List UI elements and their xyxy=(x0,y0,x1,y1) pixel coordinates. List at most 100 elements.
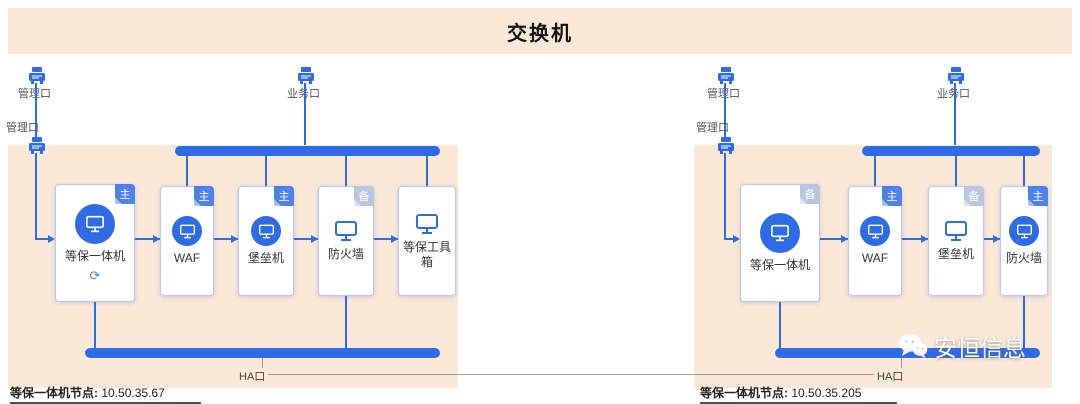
device-label: WAF xyxy=(861,251,889,265)
monitor-icon xyxy=(251,216,281,246)
ha-bus-bar-left xyxy=(85,348,440,358)
device-card-waf-right: 主 WAF xyxy=(848,186,902,296)
sync-icon: ⟳ xyxy=(89,268,101,283)
node-title: 等保一体机节点: xyxy=(700,386,788,400)
monitor-icon xyxy=(172,216,202,246)
connector-line xyxy=(374,238,398,240)
biz-port-label-right: 业务口 xyxy=(937,85,970,101)
monitor-icon xyxy=(860,216,890,246)
device-label: 等保工具箱 xyxy=(402,239,451,269)
mgmt-port-label-left-top: 管理口 xyxy=(18,85,51,101)
device-card-bastion-left: 主 堡垒机 xyxy=(238,186,294,296)
monitor-icon xyxy=(943,220,969,242)
connector-line xyxy=(135,238,160,240)
diagram-title: 交换机 xyxy=(507,22,573,45)
arrow-icon xyxy=(733,235,740,243)
arrow-icon xyxy=(48,235,55,243)
server-port-icon xyxy=(716,67,736,84)
monitor-icon xyxy=(75,204,115,244)
ha-drop-line xyxy=(779,302,781,349)
device-label: 等保一体机 xyxy=(749,258,810,272)
switch-bus-bar-left xyxy=(175,146,440,156)
ha-drop-line xyxy=(345,296,347,349)
ha-drop-line xyxy=(94,302,96,349)
arrow-icon xyxy=(153,235,160,243)
mgmt-port-label-left-side: 管理口 xyxy=(6,122,39,134)
primary-badge: 主 xyxy=(274,186,294,206)
connector-line xyxy=(820,238,848,240)
bus-drop-line xyxy=(186,156,188,186)
node-ip: 10.50.35.67 xyxy=(101,386,165,400)
device-card-dengbao-allinone-right: 备 等保一体机 xyxy=(740,184,820,302)
bus-drop-line xyxy=(874,156,876,186)
standby-badge: 备 xyxy=(354,186,374,206)
device-label: 防火墙 xyxy=(327,247,364,261)
biz-link-line xyxy=(954,83,956,148)
ha-drop-line xyxy=(1023,296,1025,349)
primary-badge: 主 xyxy=(1028,186,1048,206)
watermark: 安恒信息 xyxy=(898,329,1026,363)
primary-badge: 主 xyxy=(882,186,902,206)
device-label: WAF xyxy=(173,251,201,265)
bus-drop-line xyxy=(1023,156,1025,186)
arrow-icon xyxy=(311,235,318,243)
mgmt-line-left xyxy=(35,153,37,240)
mgmt-link-line xyxy=(35,83,37,140)
bus-drop-line xyxy=(955,156,957,186)
device-card-firewall-right: 主 防火墙 xyxy=(1000,186,1048,296)
node-caption-right: 等保一体机节点: 10.50.35.205 xyxy=(700,386,898,404)
mgmt-line-left xyxy=(36,238,50,240)
watermark-brand: 安恒信息 xyxy=(934,335,1026,361)
standby-badge: 备 xyxy=(964,186,984,206)
device-label: 堡垒机 xyxy=(247,251,284,265)
server-port-icon xyxy=(946,67,966,84)
device-card-waf-left: 主 WAF xyxy=(160,186,214,296)
primary-badge: 主 xyxy=(115,184,135,204)
mgmt-line-right xyxy=(724,153,726,240)
wechat-icon xyxy=(898,333,928,359)
device-label: 堡垒机 xyxy=(937,247,974,261)
mgmt-link-line xyxy=(724,83,726,140)
primary-badge: 主 xyxy=(194,186,214,206)
connector-line xyxy=(294,238,318,240)
server-port-icon xyxy=(27,137,47,154)
device-label: 等保一体机 xyxy=(64,249,125,263)
arrow-icon xyxy=(391,235,398,243)
arrow-icon xyxy=(921,235,928,243)
server-port-icon xyxy=(716,137,736,154)
ha-link-tick xyxy=(262,358,263,375)
ha-link-line xyxy=(262,374,902,375)
bus-drop-line xyxy=(265,156,267,186)
ha-bus-bar-right xyxy=(775,348,1040,358)
node-ip: 10.50.35.205 xyxy=(791,386,862,400)
title-bar: 交换机 xyxy=(8,8,1072,54)
arrow-icon xyxy=(993,235,1000,243)
monitor-icon xyxy=(1009,216,1039,246)
device-label: 防火墙 xyxy=(1005,251,1042,265)
device-card-dengbao-allinone-left: 主 等保一体机 ⟳ xyxy=(55,184,135,302)
monitor-icon xyxy=(333,220,359,242)
connector-line xyxy=(902,238,928,240)
switch-bus-bar-right xyxy=(862,146,1040,156)
arrow-icon xyxy=(231,235,238,243)
node-caption-left: 等保一体机节点: 10.50.35.67 xyxy=(10,387,201,404)
node-title: 等保一体机节点: xyxy=(10,386,98,400)
connector-line xyxy=(214,238,238,240)
standby-badge: 备 xyxy=(800,184,820,204)
device-card-bastion-right: 备 堡垒机 xyxy=(928,186,984,296)
server-port-icon xyxy=(296,67,316,84)
bus-drop-line xyxy=(426,156,428,186)
monitor-icon xyxy=(414,213,440,235)
arrow-icon xyxy=(841,235,848,243)
ha-port-label-left: HA口 xyxy=(236,368,269,384)
biz-port-label-left: 业务口 xyxy=(287,85,320,101)
ha-port-label-right: HA口 xyxy=(874,368,907,384)
connector-line xyxy=(984,238,1000,240)
ha-link-tick xyxy=(901,358,902,375)
bus-drop-line xyxy=(345,156,347,186)
device-card-toolbox-left: 等保工具箱 xyxy=(398,186,456,296)
mgmt-port-label-right-side: 管理口 xyxy=(696,122,729,134)
mgmt-line-right xyxy=(724,238,736,240)
monitor-icon xyxy=(760,213,800,253)
